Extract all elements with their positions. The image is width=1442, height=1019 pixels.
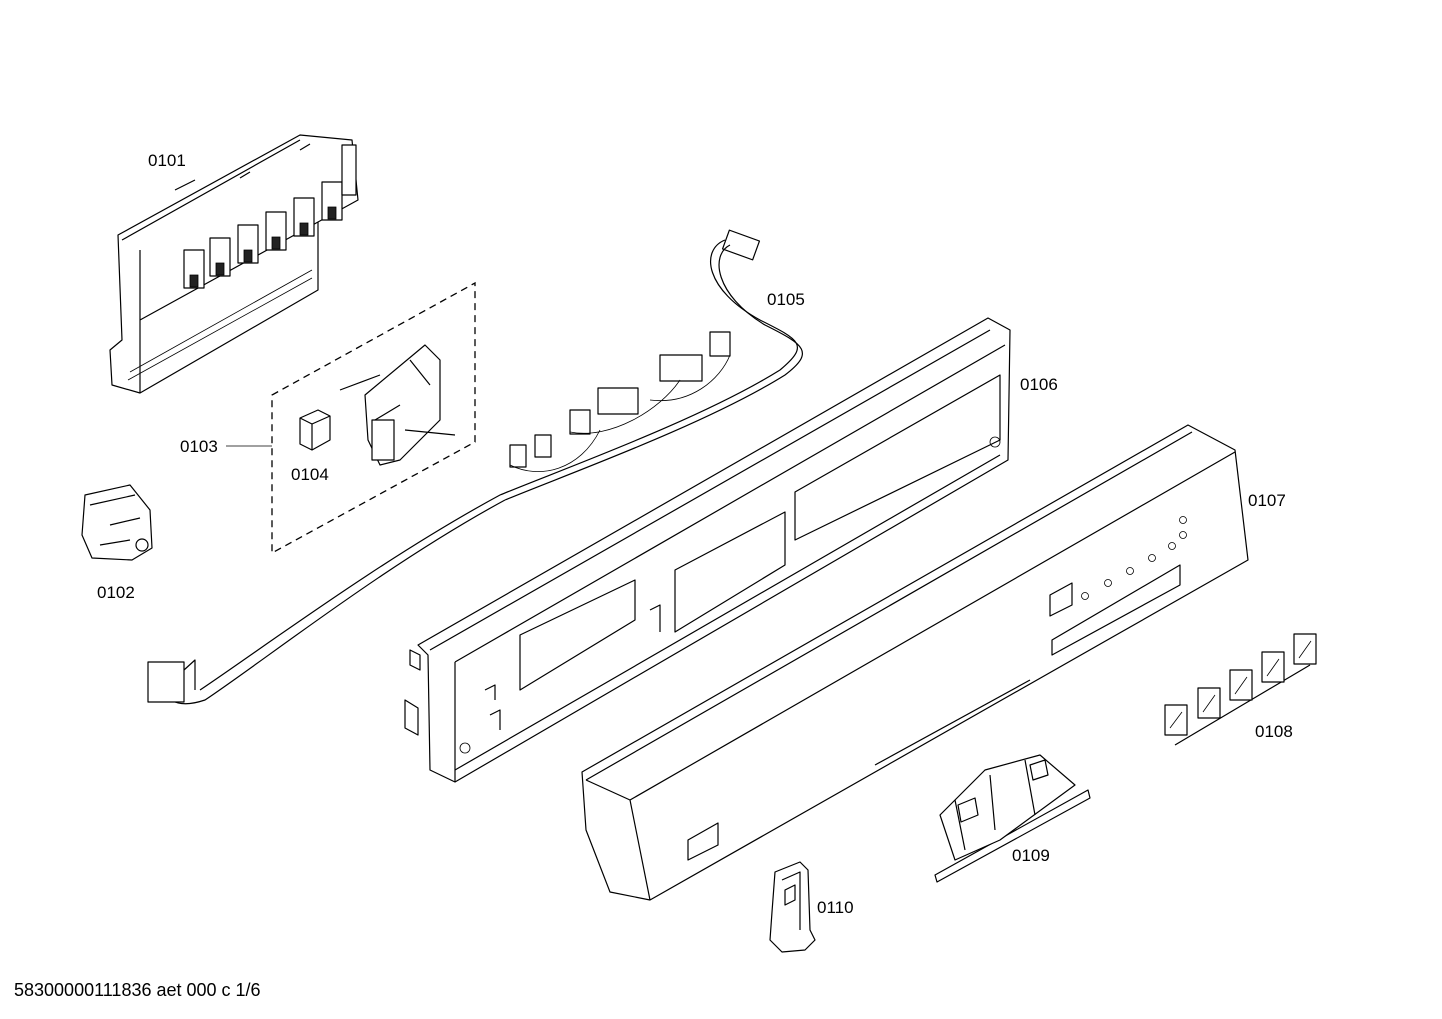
part-0105-wiring-harness[interactable] [147,229,804,705]
label-0106: 0106 [1020,375,1058,394]
drawing-number-footer: 58300000111836 aet 000 c 1/6 [14,980,261,1000]
part-0110-latch-clip[interactable] [769,861,816,953]
label-0105: 0105 [767,290,805,309]
harness-connector-block [147,661,185,703]
label-0109: 0109 [1012,846,1050,865]
group-0103-outline [271,281,476,555]
label-0103: 0103 [180,437,218,456]
label-0101: 0101 [148,151,186,170]
part-0104-relay[interactable] [299,409,331,451]
label-0104: 0104 [291,465,329,484]
part-0103-switch-assembly[interactable] [339,344,456,466]
part-0106-frame-panel[interactable] [404,317,1011,783]
part-0102-door-switch[interactable] [81,484,153,561]
part-0107-front-fascia[interactable] [581,424,1249,901]
part-0101-control-module[interactable] [109,134,359,394]
part-0109-handle[interactable] [934,754,1091,883]
label-0108: 0108 [1255,722,1293,741]
part-0108-switch-contacts[interactable] [1164,633,1317,746]
label-0107: 0107 [1248,491,1286,510]
label-0102: 0102 [97,583,135,602]
label-0110: 0110 [817,898,854,917]
